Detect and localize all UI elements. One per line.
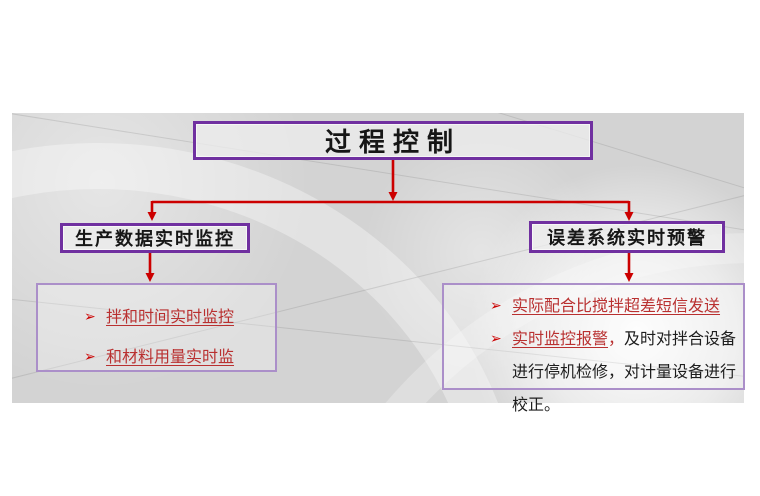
branch-node-error-warning: 误差系统实时预警 (529, 221, 725, 253)
arrow-bullet-icon: ➢ (490, 332, 502, 347)
list-item-red-text: 实时监控报警 (512, 331, 609, 348)
detail-box-error-warning: ➢ 实际配合比搅拌超差短信发送 ➢ 实时监控报警，及时对拌合设备进行停机检修，对… (442, 283, 745, 414)
list-item: ➢ 实际配合比搅拌超差短信发送 (490, 290, 737, 323)
list-item-text: 和材料用量实时监 (106, 349, 235, 366)
arrow-bullet-icon: ➢ (84, 310, 96, 325)
detail-box-production-monitoring: ➢ 拌和时间实时监控 ➢ 和材料用量实时监 (36, 283, 277, 372)
branch-node-label: 误差系统实时预警 (547, 228, 707, 248)
list-item-text: 拌和时间实时监控 (106, 309, 235, 326)
arrow-bullet-icon: ➢ (84, 350, 96, 365)
list-item: ➢ 实时监控报警，及时对拌合设备进行停机检修，对计量设备进行校正。 (490, 323, 737, 422)
list-item-text: 实时监控报警，及时对拌合设备进行停机检修，对计量设备进行校正。 (512, 323, 737, 422)
list-item: ➢ 和材料用量实时监 (84, 338, 269, 378)
list-item-text: 实际配合比搅拌超差短信发送 (512, 290, 737, 323)
branch-node-production-monitoring: 生产数据实时监控 (60, 223, 250, 253)
list-item-red-text: 实际配合比搅拌超差短信发送 (512, 298, 721, 315)
list-item-rest-text: 及时对拌合设备进行停机检修，对计量设备进行校正。 (512, 331, 737, 414)
list-item-red-punct: ， (608, 331, 625, 348)
list-item: ➢ 拌和时间实时监控 (84, 298, 269, 338)
arrow-bullet-icon: ➢ (490, 299, 502, 314)
root-node-process-control: 过程控制 (193, 121, 593, 160)
root-node-label: 过程控制 (324, 128, 461, 157)
branch-node-label: 生产数据实时监控 (75, 229, 235, 249)
